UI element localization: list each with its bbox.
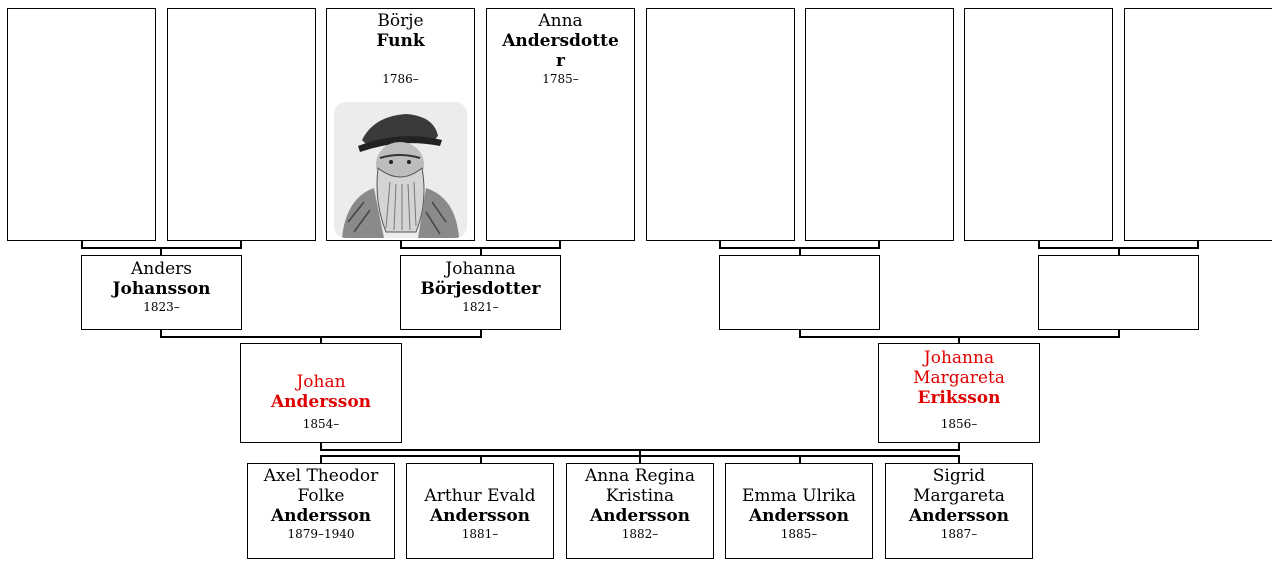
connector-line bbox=[639, 455, 641, 464]
ancestor-box-empty[interactable] bbox=[964, 8, 1113, 241]
given-name: Anders bbox=[130, 259, 193, 279]
given-name: Axel Theodor bbox=[263, 466, 379, 486]
given-name: Anna bbox=[538, 11, 583, 31]
connector-line bbox=[559, 240, 561, 248]
person-box-child[interactable]: Sigrid Margareta Andersson 1887– bbox=[885, 463, 1033, 559]
life-years: 1885– bbox=[780, 527, 818, 541]
person-box-child[interactable]: Anna Regina Kristina Andersson 1882– bbox=[566, 463, 714, 559]
portrait-engraving-icon bbox=[334, 102, 467, 238]
connector-line bbox=[480, 455, 482, 464]
ancestor-box-empty[interactable] bbox=[1038, 255, 1199, 330]
surname: Andersson bbox=[748, 506, 850, 526]
surname: Andersdotte bbox=[502, 31, 619, 51]
connector-line bbox=[1197, 240, 1199, 248]
given-name: Emma Ulrika bbox=[742, 486, 856, 506]
connector-line bbox=[958, 336, 960, 344]
connector-line bbox=[160, 247, 162, 256]
person-box-johanna-margareta-eriksson[interactable]: Johanna Margareta Eriksson 1856– bbox=[878, 343, 1040, 443]
life-years: 1785– bbox=[542, 72, 579, 86]
person-box-child[interactable]: Arthur Evald Andersson 1881– bbox=[406, 463, 554, 559]
given-name-continued: Folke bbox=[297, 486, 345, 506]
connector-line bbox=[799, 247, 801, 256]
given-name: Börje bbox=[377, 11, 424, 31]
life-years: 1856– bbox=[940, 417, 978, 431]
given-name: Sigrid bbox=[932, 466, 986, 486]
life-years: 1786– bbox=[382, 72, 419, 86]
life-years: 1823– bbox=[143, 300, 180, 314]
connector-line bbox=[1118, 247, 1120, 256]
life-years: 1887– bbox=[940, 527, 978, 541]
life-years: 1881– bbox=[461, 527, 499, 541]
person-box-child[interactable]: Emma Ulrika Andersson 1885– bbox=[725, 463, 873, 559]
given-name-continued: Kristina bbox=[605, 486, 675, 506]
person-box-johanna-borjesdotter[interactable]: Johanna Börjesdotter 1821– bbox=[400, 255, 561, 330]
ancestor-box-empty[interactable] bbox=[646, 8, 795, 241]
life-years: 1821– bbox=[462, 300, 499, 314]
ancestor-box-empty[interactable] bbox=[1124, 8, 1272, 241]
ancestor-box-empty[interactable] bbox=[719, 255, 880, 330]
person-box-johan-andersson[interactable]: Johan Andersson 1854– bbox=[240, 343, 402, 443]
connector-line bbox=[958, 455, 960, 464]
person-box-borje-funk[interactable]: Börje Funk 1786– bbox=[326, 8, 475, 241]
connector-line bbox=[81, 240, 83, 248]
connector-line bbox=[639, 449, 641, 456]
surname-continued: r bbox=[556, 51, 565, 71]
connector-line bbox=[320, 442, 322, 450]
connector-line bbox=[480, 329, 482, 337]
life-years: 1882– bbox=[621, 527, 659, 541]
connector-line bbox=[1118, 329, 1120, 337]
surname: Börjesdotter bbox=[420, 279, 541, 299]
surname: Eriksson bbox=[917, 388, 1001, 408]
surname: Andersson bbox=[908, 506, 1010, 526]
given-name: Johan bbox=[296, 372, 346, 392]
connector-line bbox=[320, 336, 322, 344]
ancestor-box-empty[interactable] bbox=[805, 8, 954, 241]
connector-line bbox=[799, 329, 801, 337]
person-box-anna-andersdotter[interactable]: Anna Andersdotte r 1785– bbox=[486, 8, 635, 241]
connector-line bbox=[1038, 240, 1040, 248]
ancestor-box-empty[interactable] bbox=[7, 8, 156, 241]
connector-line bbox=[160, 329, 162, 337]
life-years: 1879–1940 bbox=[287, 527, 355, 541]
ancestor-box-empty[interactable] bbox=[167, 8, 316, 241]
given-name-continued: Margareta bbox=[913, 486, 1005, 506]
person-box-anders-johansson[interactable]: Anders Johansson 1823– bbox=[81, 255, 242, 330]
connector-line bbox=[240, 240, 242, 248]
connector-line bbox=[400, 240, 402, 248]
given-name-continued: Margareta bbox=[913, 368, 1005, 388]
surname: Andersson bbox=[429, 506, 531, 526]
given-name: Anna Regina bbox=[585, 466, 695, 486]
connector-line bbox=[719, 240, 721, 248]
surname: Funk bbox=[376, 31, 425, 51]
surname: Andersson bbox=[589, 506, 691, 526]
surname: Johansson bbox=[112, 279, 211, 299]
life-years: 1854– bbox=[302, 417, 340, 431]
connector-line bbox=[320, 455, 322, 464]
connector-line bbox=[958, 442, 960, 450]
connector-line bbox=[799, 455, 801, 464]
connector-line bbox=[480, 247, 482, 256]
connector-line bbox=[878, 240, 880, 248]
given-name: Johanna bbox=[923, 348, 995, 368]
given-name: Arthur Evald bbox=[424, 486, 536, 506]
surname: Andersson bbox=[270, 392, 372, 412]
person-box-child[interactable]: Axel Theodor Folke Andersson 1879–1940 bbox=[247, 463, 395, 559]
surname: Andersson bbox=[270, 506, 372, 526]
given-name: Johanna bbox=[445, 259, 516, 279]
